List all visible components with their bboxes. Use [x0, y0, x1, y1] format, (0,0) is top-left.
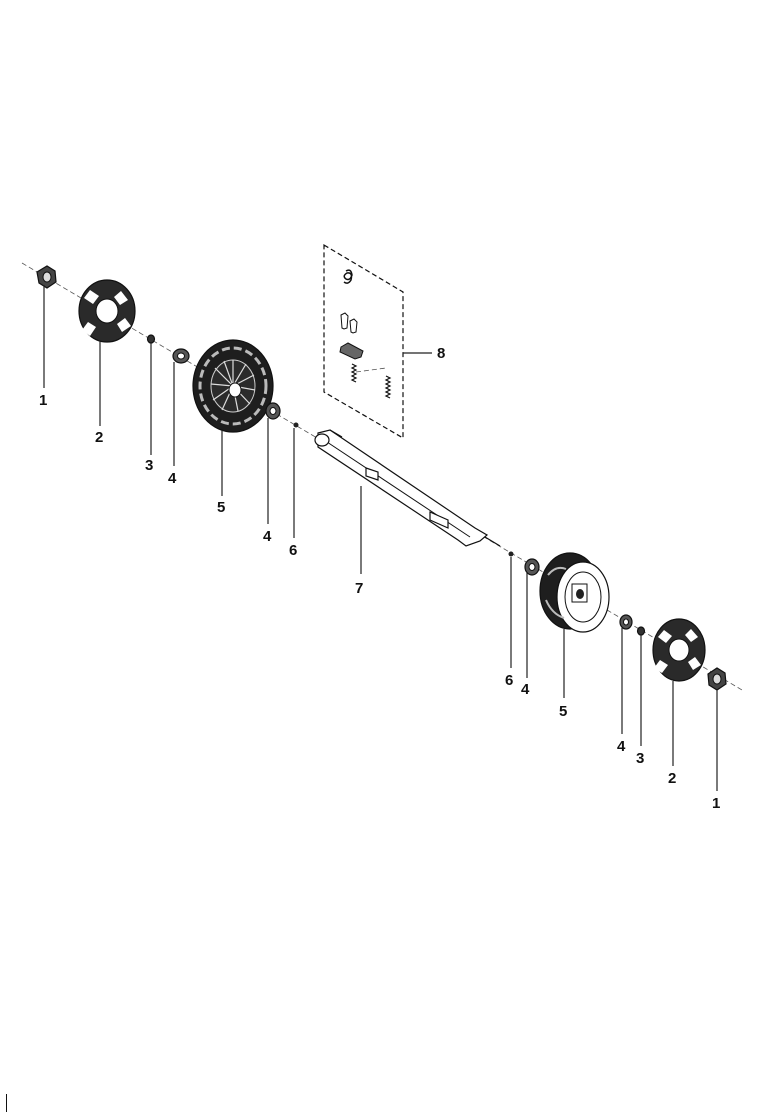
leader-lines: [43, 285, 718, 791]
callout-6-right: 6: [505, 672, 513, 689]
callout-6-left: 6: [289, 542, 297, 559]
callout-3-left: 3: [145, 457, 153, 474]
wheel-right: [539, 552, 610, 633]
compression-spring-2: [384, 375, 392, 399]
callout-2-right: 2: [668, 770, 676, 787]
wheel-left: [192, 339, 274, 433]
callout-7: 7: [355, 580, 363, 597]
bearing-left-inner: [265, 402, 281, 420]
callout-5-right: 5: [559, 703, 567, 720]
hub-cap-left: [36, 265, 57, 289]
callout-4-right-outer: 4: [617, 738, 626, 755]
spring-kit: [323, 243, 404, 440]
pin-left: [293, 422, 299, 428]
washer-small-left: [146, 334, 156, 344]
hub-cover-right: [652, 618, 706, 682]
hub-cap-right: [707, 667, 727, 691]
pin-right: [508, 551, 514, 557]
compression-spring-1: [350, 363, 358, 383]
hub-cover-left: [78, 279, 136, 343]
link-plate: [339, 342, 364, 360]
page-edge-mark: [6, 1094, 7, 1112]
washer-small-right: [636, 626, 646, 636]
callout-8: 8: [437, 345, 445, 362]
callout-1-left: 1: [39, 392, 47, 409]
callout-3-right: 3: [636, 750, 644, 767]
bearing-right-inner: [524, 558, 540, 576]
callout-4-left-outer: 4: [168, 470, 177, 487]
callout-4-right-inner: 4: [521, 681, 530, 698]
bearing-right-outer: [619, 614, 633, 630]
spring-kit-box: [323, 243, 404, 440]
callout-2-left: 2: [95, 429, 103, 446]
callout-5-left: 5: [217, 499, 225, 516]
clevis-pins: [340, 312, 358, 334]
axle-lever: [314, 429, 501, 547]
callout-4-left-inner: 4: [263, 528, 272, 545]
callout-1-right: 1: [712, 795, 720, 812]
bearing-left-outer: [172, 348, 190, 364]
torsion-spring: [343, 269, 353, 284]
